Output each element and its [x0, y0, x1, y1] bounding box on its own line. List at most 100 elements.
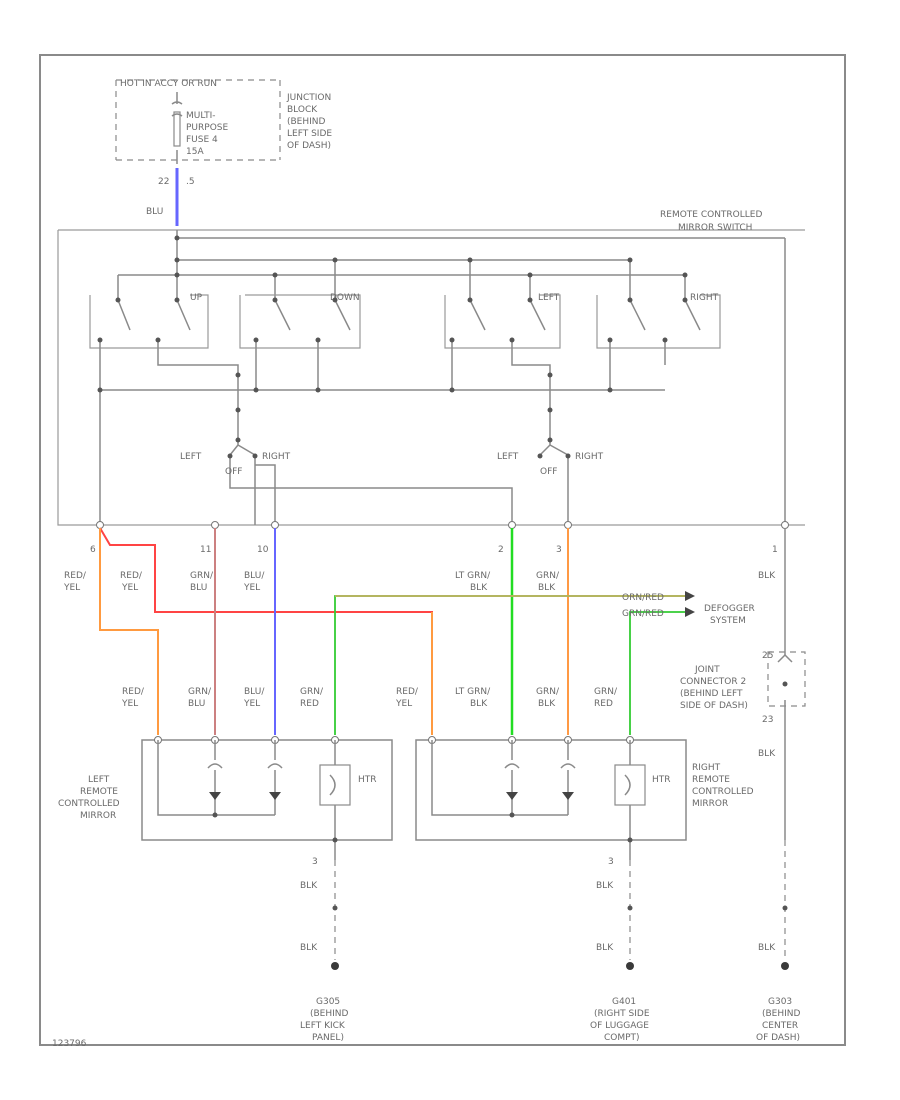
left-mirror-wire-labels: RED/YEL GRN/BLU BLU/YEL GRN/RED — [121, 687, 324, 709]
svg-text:CENTER: CENTER — [762, 1021, 798, 1031]
svg-text:BLK: BLK — [538, 583, 556, 593]
svg-text:RED/: RED/ — [122, 687, 145, 697]
ground-icon — [626, 962, 634, 970]
switch-title: REMOTE CONTROLLED — [660, 210, 762, 220]
fuse-box-title: HOT IN ACCY OR RUN — [120, 79, 217, 89]
svg-text:LEFT KICK: LEFT KICK — [300, 1021, 346, 1031]
svg-text:BLK: BLK — [758, 943, 776, 953]
right-mirror: HTR RIGHT REMOTE CONTROLLED MIRROR 3 BLK… — [415, 736, 754, 1043]
motor-icon — [562, 792, 574, 800]
svg-text:3: 3 — [608, 857, 614, 867]
svg-text:BLK: BLK — [300, 881, 318, 891]
svg-text:YEL: YEL — [243, 583, 260, 593]
svg-text:RED/: RED/ — [64, 571, 87, 581]
switch-group-up: UP — [190, 293, 203, 303]
diagram-frame — [39, 54, 846, 1046]
fuse-label-line: PURPOSE — [186, 123, 228, 133]
selector-right-label: RIGHT — [575, 452, 604, 462]
svg-text:RED: RED — [300, 699, 319, 709]
fuse-box: HOT IN ACCY OR RUN MULTI- PURPOSE FUSE 4… — [115, 79, 332, 164]
svg-text:(RIGHT SIDE: (RIGHT SIDE — [594, 1009, 650, 1019]
mirror-switch-box: REMOTE CONTROLLED MIRROR SWITCH — [57, 210, 805, 526]
svg-text:GRN/: GRN/ — [190, 571, 214, 581]
svg-text:YEL: YEL — [121, 583, 138, 593]
heater-label: HTR — [358, 775, 377, 785]
upper-wire-labels: RED/YEL RED/YEL GRN/BLU BLU/YEL LT GRN/B… — [63, 571, 776, 593]
switch-connector-pins: 6 11 10 2 3 1 — [90, 521, 789, 555]
svg-text:GRN/: GRN/ — [594, 687, 618, 697]
ground-icon — [331, 962, 339, 970]
svg-text:3: 3 — [312, 857, 318, 867]
svg-text:YEL: YEL — [63, 583, 80, 593]
selector-right-label: RIGHT — [262, 452, 291, 462]
selector-left-label: LEFT — [497, 452, 519, 462]
pin-label: 3 — [556, 545, 562, 555]
svg-text:CONTROLLED: CONTROLLED — [58, 799, 120, 809]
motor-icon — [269, 792, 281, 800]
svg-text:BLU: BLU — [188, 699, 205, 709]
svg-text:G401: G401 — [612, 997, 636, 1007]
svg-text:CONTROLLED: CONTROLLED — [692, 787, 754, 797]
pin-label: 11 — [200, 545, 211, 555]
switch-group-down: DOWN — [330, 293, 360, 303]
fuse-pin: 22 — [158, 177, 169, 187]
wire-red-yel-right — [99, 527, 433, 735]
right-mirror-wire-labels: RED/YEL LT GRN/BLK GRN/BLK GRN/RED — [395, 687, 618, 709]
svg-text:YEL: YEL — [243, 699, 260, 709]
motor-icon — [209, 792, 221, 800]
svg-text:BLU: BLU — [190, 583, 207, 593]
defogger-label: DEFOGGER — [704, 604, 755, 614]
svg-text:G303: G303 — [768, 997, 792, 1007]
svg-text:GRN/: GRN/ — [188, 687, 212, 697]
svg-text:BLU/: BLU/ — [244, 571, 265, 581]
fuse-label-line: FUSE 4 — [186, 135, 218, 145]
svg-text:GRN/: GRN/ — [536, 687, 560, 697]
svg-text:23: 23 — [762, 715, 773, 725]
svg-text:COMPT): COMPT) — [604, 1033, 640, 1043]
svg-text:LT GRN/: LT GRN/ — [455, 571, 491, 581]
svg-text:G305: G305 — [316, 997, 340, 1007]
svg-text:RED/: RED/ — [396, 687, 419, 697]
svg-text:(BEHIND: (BEHIND — [310, 1009, 349, 1019]
svg-text:YEL: YEL — [121, 699, 138, 709]
svg-text:GRN/: GRN/ — [536, 571, 560, 581]
svg-text:OF LUGGAGE: OF LUGGAGE — [590, 1021, 649, 1031]
junction-label-line: BLOCK — [287, 105, 318, 115]
svg-text:SIDE OF DASH): SIDE OF DASH) — [680, 701, 748, 711]
arrow-icon — [685, 591, 695, 601]
svg-text:25: 25 — [762, 651, 773, 661]
pin-label: 6 — [90, 545, 96, 555]
heater-icon — [319, 764, 351, 806]
ground-icon — [781, 962, 789, 970]
junction-label-line: LEFT SIDE — [287, 129, 332, 139]
center-ground: BLK G303 (BEHIND CENTER OF DASH) — [756, 840, 801, 1043]
fuse-label-line: MULTI- — [186, 111, 216, 121]
svg-text:BLK: BLK — [596, 881, 614, 891]
switch-title: MIRROR SWITCH — [678, 223, 752, 233]
pin-label: 2 — [498, 545, 504, 555]
switch-internals: UP DOWN LEFT RIGHT LEFT OFF RIGHT LEFT O… — [89, 230, 786, 525]
svg-text:BLK: BLK — [300, 943, 318, 953]
svg-text:LEFT: LEFT — [88, 775, 110, 785]
svg-text:BLK: BLK — [596, 943, 614, 953]
switch-group-left: LEFT — [538, 293, 560, 303]
svg-text:BLK: BLK — [758, 749, 776, 759]
defogger-system: ORN/RED GRN/RED DEFOGGER SYSTEM — [622, 593, 755, 626]
svg-text:(BEHIND: (BEHIND — [762, 1009, 801, 1019]
selector-off-label: OFF — [225, 467, 242, 477]
svg-text:BLK: BLK — [470, 699, 488, 709]
svg-text:GRN/: GRN/ — [300, 687, 324, 697]
wire-color-label: BLU — [146, 207, 163, 217]
svg-text:PANEL): PANEL) — [312, 1033, 344, 1043]
svg-text:RED/: RED/ — [120, 571, 143, 581]
joint-connector: 25 23 JOINT CONNECTOR 2 (BEHIND LEFT SID… — [680, 651, 806, 840]
heater-icon — [614, 764, 646, 806]
junction-label-line: (BEHIND — [287, 117, 326, 127]
pin-label: 10 — [257, 545, 269, 555]
svg-text:BLU/: BLU/ — [244, 687, 265, 697]
svg-text:YEL: YEL — [395, 699, 412, 709]
junction-label-line: JUNCTION — [286, 93, 331, 103]
junction-dots — [97, 235, 688, 459]
left-mirror: HTR LEFT REMOTE CONTROLLED MIRROR 3 BLK … — [58, 736, 393, 1043]
defogger-label: SYSTEM — [710, 616, 746, 626]
